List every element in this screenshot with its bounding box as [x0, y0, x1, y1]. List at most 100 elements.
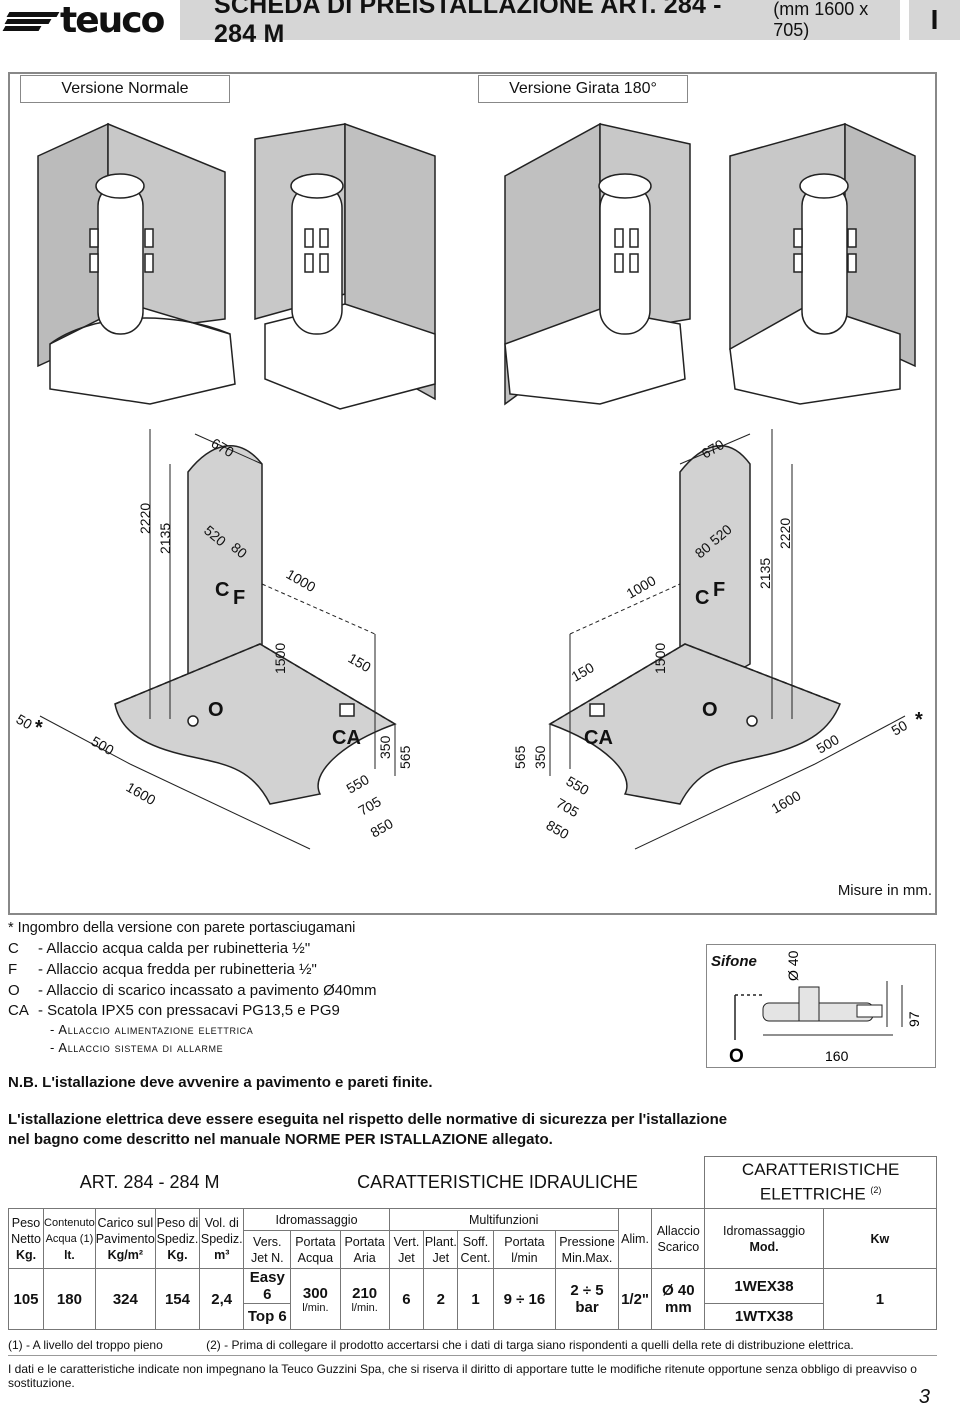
- legend-item-f: F - Allaccio acqua fredda per rubinetter…: [8, 961, 317, 978]
- dim-850-left: 850: [368, 815, 396, 841]
- dim-1000-left: 1000: [284, 566, 319, 596]
- dim-850-right: 850: [544, 817, 572, 843]
- col-idromassaggio: Idromassaggio: [243, 1208, 390, 1231]
- dim-2220-left: 2220: [137, 503, 153, 534]
- footnote-2: (2) - Prima di collegare il prodotto acc…: [206, 1338, 854, 1352]
- footnote-1: (1) - A livello del troppo pieno: [8, 1338, 163, 1352]
- dim-2220-right: 2220: [777, 518, 793, 549]
- legend-text: - Allaccio acqua fredda per rubinetteria…: [38, 961, 317, 978]
- installation-drawing: 670 2220 2135 520 80 1000 1500 150 50 * …: [14, 122, 923, 850]
- val-carico: 324: [94, 1268, 156, 1330]
- legend-text: - Allaccio di scarico incassato a pavime…: [38, 982, 377, 999]
- table-electrical-title-1: CARATTERISTICHE: [741, 1160, 900, 1180]
- version-normal-label: Versione Normale: [20, 75, 230, 103]
- label-c-left: C: [215, 579, 229, 601]
- sifone-height: 97: [906, 1011, 922, 1027]
- dim-705-left: 705: [356, 793, 384, 819]
- drawing-frame: [8, 72, 937, 915]
- table-hydraulic-title: CARATTERISTICHE IDRAULICHE: [357, 1171, 638, 1192]
- dim-550-right: 550: [564, 773, 592, 799]
- brand-name: teuco: [60, 0, 165, 41]
- footnotes-line: (1) - A livello del troppo pieno (2) - P…: [8, 1338, 854, 1352]
- star-left: *: [35, 717, 43, 739]
- title-bar: SCHEDA DI PREISTALLAZIONE ART. 284 - 284…: [180, 0, 900, 48]
- val-plant-jet: 2: [423, 1268, 459, 1330]
- dim-1600-right: 1600: [769, 787, 804, 817]
- legend-item-c: C - Allaccio acqua calda per rubinetteri…: [8, 940, 310, 957]
- col-kw: Kw: [822, 1208, 938, 1269]
- col-soff-cent: Soff.Cent.: [457, 1230, 494, 1269]
- teuco-logo-mark-icon: [2, 8, 64, 32]
- room-view-4: [729, 122, 916, 405]
- label-ca-right: CA: [584, 727, 613, 749]
- val-vers-2: Top 6: [243, 1303, 292, 1330]
- val-vers-1: Easy 6: [243, 1268, 292, 1304]
- page-number: 3: [918, 1386, 930, 1408]
- teuco-logo: teuco: [2, 0, 177, 41]
- spec-table: ART. 284 - 284 M CARATTERISTICHE IDRAULI…: [7, 1156, 938, 1330]
- sifone-width: 160: [825, 1048, 849, 1064]
- col-plant-jet: Plant.Jet: [423, 1230, 459, 1269]
- dim-150-right: 150: [569, 659, 597, 685]
- version-rotated-label: Versione Girata 180°: [478, 75, 688, 103]
- dim-150-left: 150: [346, 650, 374, 676]
- val-contenuto: 180: [43, 1268, 96, 1330]
- page-title: SCHEDA DI PREISTALLAZIONE ART. 284 - 284…: [214, 0, 722, 48]
- legend-subitem-power: - Allaccio alimentazione elettrica: [50, 1022, 254, 1037]
- dim-350-left: 350: [377, 735, 393, 759]
- room-view-3: [504, 122, 691, 406]
- val-portata-lmin: 9 ÷ 16: [492, 1268, 557, 1330]
- legend-note: * Ingombro della versione con parete por…: [8, 920, 356, 936]
- page-header: teuco SCHEDA DI PREISTALLAZIONE ART. 284…: [0, 0, 960, 48]
- sifone-diameter: Ø 40: [785, 950, 801, 981]
- sifone-diagram: Ø 40 97 160 O: [729, 950, 922, 1067]
- dim-565-left: 565: [397, 745, 413, 769]
- plan-right: [548, 429, 906, 850]
- sifone-box: Sifone Ø 40 97 160 O: [706, 944, 936, 1068]
- col-alim: Alim.: [617, 1208, 653, 1269]
- col-multifunzioni: Multifunzioni: [388, 1208, 619, 1231]
- electrical-note-line1: L'istallazione elettrica deve essere ese…: [8, 1111, 728, 1128]
- val-vert-jet: 6: [388, 1268, 425, 1330]
- sifone-title: Sifone: [711, 953, 757, 970]
- legend-code: O: [8, 982, 20, 999]
- legend-code: F: [8, 961, 18, 978]
- disclaimer: I dati e le caratteristiche indicate non…: [8, 1362, 917, 1390]
- table-electrical-note: (2): [870, 1185, 882, 1196]
- page-subtitle: (mm 1600 x 705): [773, 0, 869, 40]
- table-electrical-title-2: ELETTRICHE: [759, 1184, 866, 1204]
- label-f-left: F: [233, 587, 245, 609]
- val-mod-1: 1WEX38: [704, 1268, 824, 1304]
- legend-subitem-alarm: - Allaccio sistema di allarme: [50, 1040, 224, 1055]
- val-vol: 2,4: [199, 1268, 245, 1330]
- divider: [8, 1355, 937, 1356]
- dim-2135-right: 2135: [757, 558, 773, 589]
- sifone-outlet: O: [729, 1046, 744, 1067]
- dim-550-left: 550: [344, 771, 372, 797]
- language-badge: I: [905, 0, 960, 40]
- col-vers: Vers.Jet N.: [243, 1230, 292, 1269]
- legend-item-o: O - Allaccio di scarico incassato a pavi…: [8, 982, 376, 999]
- room-view-2: [254, 122, 436, 410]
- label-o-right: O: [702, 699, 718, 721]
- dim-1000-right: 1000: [624, 572, 659, 602]
- electrical-note: L'istallazione elettrica deve essere ese…: [8, 1110, 727, 1150]
- col-vert-jet: Vert.Jet: [388, 1230, 425, 1269]
- legend-text: - Scatola IPX5 con pressacavi PG13,5 e P…: [38, 1002, 340, 1019]
- legend-code: C: [8, 940, 19, 957]
- legend-text: - Allaccio acqua calda per rubinetteria …: [38, 940, 311, 957]
- room-view-1: [37, 122, 236, 405]
- dim-1600-left: 1600: [124, 779, 159, 809]
- dim-565-right: 565: [512, 745, 528, 769]
